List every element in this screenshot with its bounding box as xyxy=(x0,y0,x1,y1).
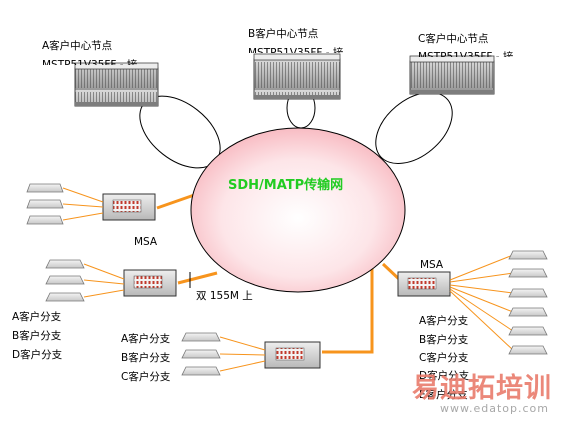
rack-b xyxy=(253,53,341,100)
loop-c xyxy=(375,92,453,164)
msa-left-label: MSA xyxy=(134,236,158,248)
modem-mid-2 xyxy=(45,275,85,285)
msa-device-left xyxy=(102,193,156,221)
access-device-left xyxy=(123,269,177,297)
branch-right-1: A客户分支 xyxy=(419,315,469,327)
modem-left-3 xyxy=(26,215,64,225)
msa-device-right xyxy=(397,271,451,297)
access-device-bottom xyxy=(264,341,321,369)
modem-mid-1 xyxy=(45,259,85,269)
modem-right-1 xyxy=(508,250,548,260)
watermark-brand: 易迪拓培训 xyxy=(412,373,552,404)
fan-lines xyxy=(62,187,514,372)
modem-right-5 xyxy=(508,326,548,336)
link-bottom-device xyxy=(322,268,374,354)
modem-bottom-3 xyxy=(181,366,221,376)
node-a-title: A客户中心节点 xyxy=(42,40,113,52)
rack-a xyxy=(74,62,159,107)
link-right-msa xyxy=(381,262,402,282)
modem-left-2 xyxy=(26,199,64,209)
branch-bottom-3: C客户分支 xyxy=(121,371,171,383)
branch-left-2: B客户分支 xyxy=(12,330,62,342)
modem-bottom-2 xyxy=(181,349,221,359)
modem-bottom-1 xyxy=(181,332,221,342)
node-c-model: MSTP51V35FF - 接 xyxy=(418,51,514,57)
branch-right-2: B客户分支 xyxy=(419,334,469,346)
link-left-device-2 xyxy=(177,271,218,285)
branch-left-1: A客户分支 xyxy=(12,311,62,323)
branch-bottom-2: B客户分支 xyxy=(121,352,171,364)
modem-left-1 xyxy=(26,183,64,193)
branch-bottom-1: A客户分支 xyxy=(121,333,171,345)
watermark-url: www.edatop.com xyxy=(440,402,549,415)
modem-right-4 xyxy=(508,307,548,317)
branch-left-3: D客户分支 xyxy=(12,349,63,361)
link-label: 双 155M 上 xyxy=(196,290,253,302)
network-label: SDH/MATP传输网 xyxy=(228,178,344,193)
node-b-model: MSTP51V35FF - 接 xyxy=(248,47,344,53)
branch-right-4: D客户分支 xyxy=(419,370,470,382)
node-c-title: C客户中心节点 xyxy=(418,33,489,45)
node-a-model: MSTP51V35FF - 接 xyxy=(42,59,138,65)
branch-modems xyxy=(26,183,548,376)
branch-right-3: C客户分支 xyxy=(419,352,469,364)
node-b-title: B客户中心节点 xyxy=(248,28,319,40)
msa-right-label: MSA xyxy=(420,259,444,271)
branch-right-5: E客户分支 xyxy=(419,389,468,401)
transport-network-cloud xyxy=(190,127,406,293)
modem-right-3 xyxy=(508,288,548,298)
modem-mid-3 xyxy=(45,292,85,302)
modem-right-2 xyxy=(508,268,548,278)
rack-c xyxy=(409,55,495,95)
modem-right-6 xyxy=(508,345,548,355)
node-loops xyxy=(139,87,453,169)
